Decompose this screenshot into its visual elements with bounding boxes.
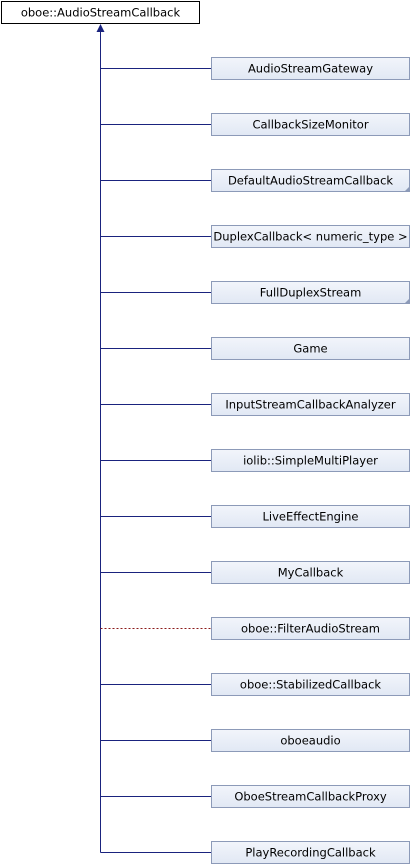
- base-class-node[interactable]: oboe::AudioStreamCallback: [1, 1, 200, 24]
- derived-class-label: FullDuplexStream: [260, 286, 362, 300]
- more-subclasses-marker-icon: [404, 186, 410, 192]
- base-class-label: oboe::AudioStreamCallback: [21, 6, 181, 20]
- derived-class-node[interactable]: PlayRecordingCallback: [211, 841, 410, 864]
- derived-class-label: CallbackSizeMonitor: [252, 118, 368, 132]
- derived-class-label: DuplexCallback< numeric_type >: [213, 230, 407, 244]
- derived-class-nodes: AudioStreamGatewayCallbackSizeMonitorDef…: [211, 57, 410, 864]
- base-class-box: [1, 1, 200, 24]
- derived-class-node[interactable]: oboe::StabilizedCallback: [211, 673, 410, 696]
- derived-class-node[interactable]: oboeaudio: [211, 729, 410, 752]
- derived-class-label: iolib::SimpleMultiPlayer: [243, 454, 378, 468]
- more-subclasses-marker-icon: [404, 298, 410, 304]
- derived-class-label: AudioStreamGateway: [248, 62, 373, 76]
- derived-class-node[interactable]: MyCallback: [211, 561, 410, 584]
- derived-class-label: LiveEffectEngine: [263, 510, 359, 524]
- derived-class-node[interactable]: DuplexCallback< numeric_type >: [211, 225, 410, 248]
- derived-class-label: InputStreamCallbackAnalyzer: [225, 398, 395, 412]
- derived-class-node[interactable]: iolib::SimpleMultiPlayer: [211, 449, 410, 472]
- derived-class-node[interactable]: Game: [211, 337, 410, 360]
- derived-class-node[interactable]: DefaultAudioStreamCallback: [211, 169, 410, 192]
- derived-class-node[interactable]: oboe::FilterAudioStream: [211, 617, 410, 640]
- derived-class-node[interactable]: CallbackSizeMonitor: [211, 113, 410, 136]
- derived-class-label: Game: [293, 342, 327, 356]
- derived-class-label: oboe::FilterAudioStream: [241, 622, 380, 636]
- derived-class-label: PlayRecordingCallback: [245, 846, 376, 860]
- derived-class-node[interactable]: OboeStreamCallbackProxy: [211, 785, 410, 808]
- derived-class-label: MyCallback: [278, 566, 344, 580]
- derived-class-node[interactable]: LiveEffectEngine: [211, 505, 410, 528]
- derived-class-label: OboeStreamCallbackProxy: [234, 790, 387, 804]
- inheritance-arrowhead: [96, 24, 105, 32]
- derived-class-label: DefaultAudioStreamCallback: [228, 174, 393, 188]
- inheritance-edges: [96, 24, 211, 853]
- derived-class-node[interactable]: InputStreamCallbackAnalyzer: [211, 393, 410, 416]
- derived-class-node[interactable]: AudioStreamGateway: [211, 57, 410, 80]
- derived-class-label: oboe::StabilizedCallback: [240, 678, 381, 692]
- derived-class-label: oboeaudio: [280, 734, 340, 748]
- derived-class-node[interactable]: FullDuplexStream: [211, 281, 410, 304]
